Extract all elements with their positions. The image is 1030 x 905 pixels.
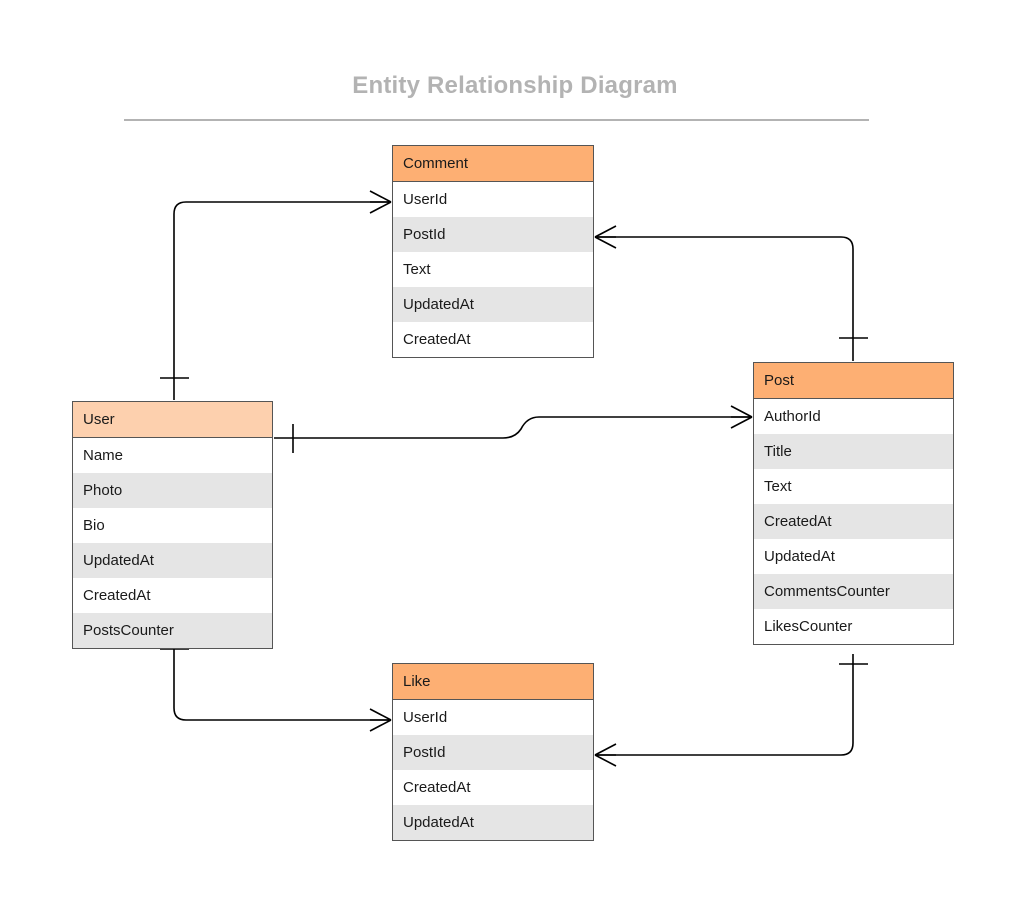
entity-like-attribute-userid: UserId [393, 700, 593, 735]
entity-comment[interactable]: Comment UserId PostId Text UpdatedAt Cre… [392, 145, 594, 358]
connector-user-post [274, 405, 753, 453]
entity-comment-attribute-updatedat: UpdatedAt [393, 287, 593, 322]
entity-comment-attribute-text: Text [393, 252, 593, 287]
entity-post-title: Post [754, 363, 953, 399]
connector-user-comment [160, 190, 392, 400]
entity-comment-attribute-userid: UserId [393, 182, 593, 217]
entity-post-attribute-createdat: CreatedAt [754, 504, 953, 539]
entity-post-attribute-text: Text [754, 469, 953, 504]
entity-user-title: User [73, 402, 272, 438]
entity-like-attribute-postid: PostId [393, 735, 593, 770]
entity-user-attribute-updatedat: UpdatedAt [73, 543, 272, 578]
title-divider [124, 119, 869, 121]
entity-user-attribute-name: Name [73, 438, 272, 473]
entity-like-title: Like [393, 664, 593, 700]
entity-user[interactable]: User Name Photo Bio UpdatedAt CreatedAt … [72, 401, 273, 649]
entity-post-attribute-likescounter: LikesCounter [754, 609, 953, 644]
entity-like-attribute-createdat: CreatedAt [393, 770, 593, 805]
connector-comment-post [594, 225, 868, 361]
entity-comment-attribute-postid: PostId [393, 217, 593, 252]
entity-post[interactable]: Post AuthorId Title Text CreatedAt Updat… [753, 362, 954, 645]
entity-like[interactable]: Like UserId PostId CreatedAt UpdatedAt [392, 663, 594, 841]
entity-user-attribute-postscounter: PostsCounter [73, 613, 272, 648]
entity-post-attribute-title: Title [754, 434, 953, 469]
entity-user-attribute-photo: Photo [73, 473, 272, 508]
connector-user-like [160, 632, 392, 732]
entity-post-attribute-updatedat: UpdatedAt [754, 539, 953, 574]
connector-like-post [594, 654, 868, 767]
entity-comment-attribute-createdat: CreatedAt [393, 322, 593, 357]
entity-post-attribute-commentscounter: CommentsCounter [754, 574, 953, 609]
page-title: Entity Relationship Diagram [352, 72, 678, 99]
entity-user-attribute-bio: Bio [73, 508, 272, 543]
entity-like-attribute-updatedat: UpdatedAt [393, 805, 593, 840]
entity-post-attribute-authorid: AuthorId [754, 399, 953, 434]
entity-user-attribute-createdat: CreatedAt [73, 578, 272, 613]
entity-comment-title: Comment [393, 146, 593, 182]
